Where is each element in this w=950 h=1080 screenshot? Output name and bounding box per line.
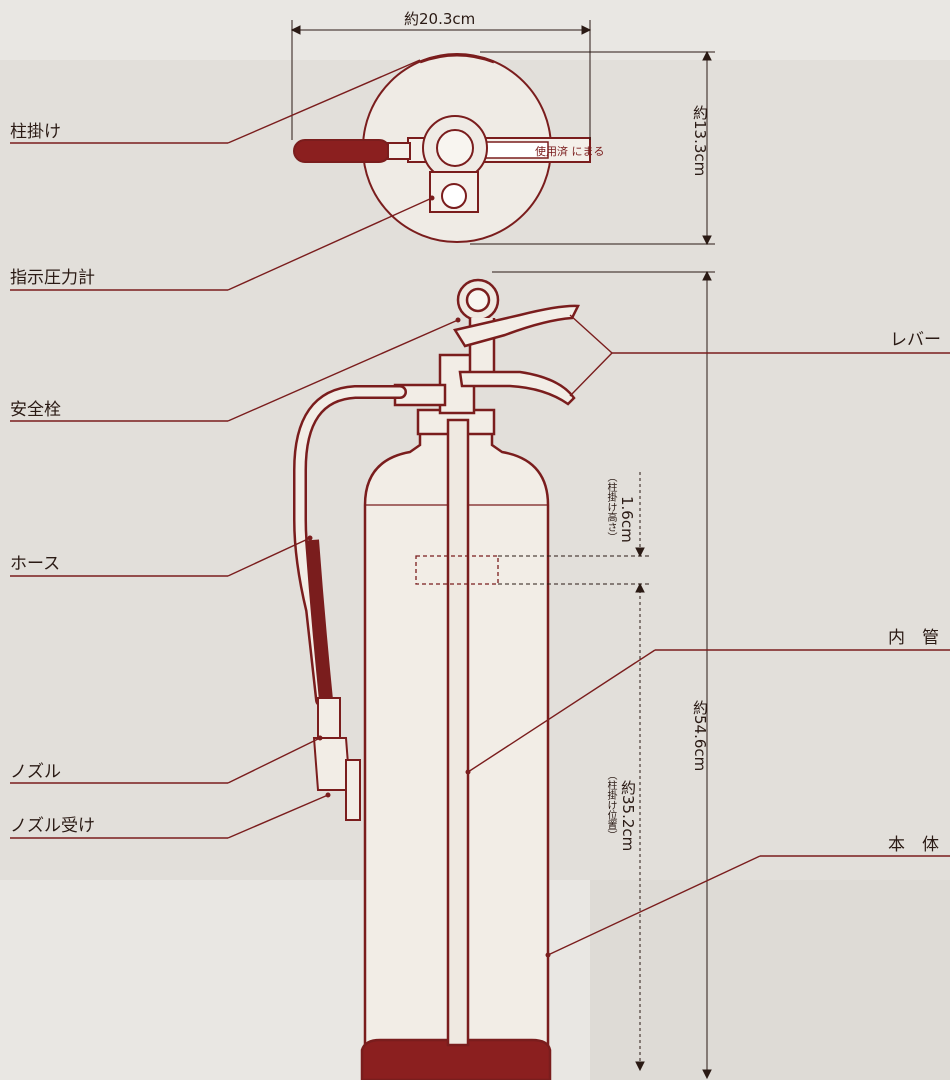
nozzle xyxy=(317,697,341,739)
label-pressure-gauge: 指示圧力計 xyxy=(10,268,95,288)
label-nozzle: ノズル xyxy=(10,762,61,782)
top-dimension-lines xyxy=(290,20,715,246)
dim-depth: 約13.3cm xyxy=(691,105,709,177)
label-nozzle-holder: ノズル受け xyxy=(10,816,95,836)
dim-width: 約20.3cm xyxy=(404,10,476,28)
background-panel-lower xyxy=(590,880,950,1080)
dim-height: 約54.6cm xyxy=(691,700,709,772)
leader-lines xyxy=(10,59,950,956)
dim-hook-height: 1.6cm xyxy=(618,496,636,543)
dim-hook-position: 約35.2cm xyxy=(619,780,637,852)
dim-hook-height-note: （柱掛け高さ） xyxy=(605,472,616,542)
label-hose: ホース xyxy=(10,554,61,574)
upper-lever xyxy=(453,304,580,348)
label-pillar-hook: 柱掛け xyxy=(10,122,61,142)
nozzle-holder xyxy=(312,737,352,791)
body-base xyxy=(360,1038,552,1080)
lower-lever xyxy=(458,370,576,406)
hose-sleeve xyxy=(305,539,333,701)
side-view xyxy=(360,278,580,1080)
hook-band xyxy=(415,555,499,585)
nozzle-group xyxy=(312,697,361,821)
leader-dots xyxy=(307,195,551,958)
label-lever: レバー xyxy=(890,330,941,350)
label-body: 本 体 xyxy=(888,835,939,855)
lid-text: 使用済 にまる xyxy=(535,144,605,158)
top-view xyxy=(293,53,591,243)
dim-hook-position-note: （柱掛け位置） xyxy=(605,770,616,840)
top-view-grip xyxy=(293,139,391,163)
side-dimension-lines xyxy=(492,270,715,1080)
label-safety-pin: 安全栓 xyxy=(10,400,61,420)
label-inner-tube: 内 管 xyxy=(888,628,939,648)
inner-tube xyxy=(446,418,470,1047)
